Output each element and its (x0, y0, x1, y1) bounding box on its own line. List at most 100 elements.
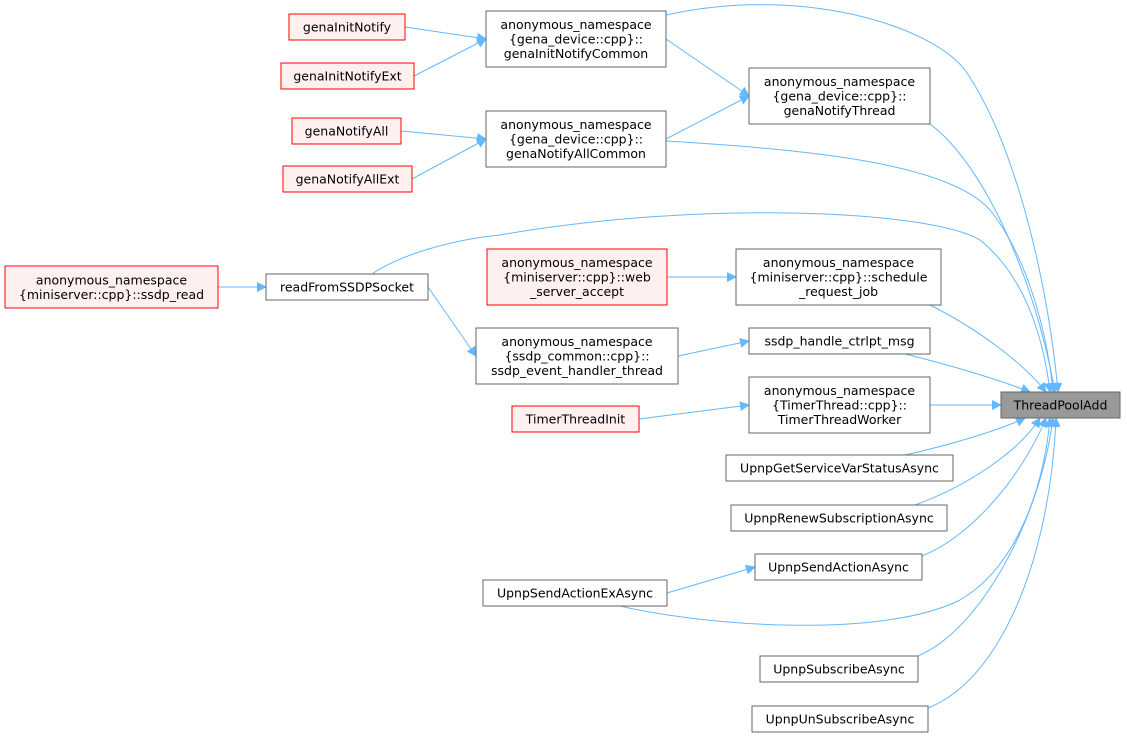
edge-ssdp_event_handler_thread-to-ssdp_handle_ctrlpt_msg (677, 337, 750, 357)
node-label-TimerThreadInit-0: TimerThreadInit (525, 412, 626, 427)
node-label-ssdp_handle_ctrlpt_msg-0: ssdp_handle_ctrlpt_msg (764, 334, 914, 349)
node-UpnpSubscribeAsync[interactable]: UpnpSubscribeAsync (759, 655, 919, 683)
node-box-TimerThreadWorker[interactable] (748, 376, 931, 434)
edge-genaInitNotifyCommon-to-ThreadPoolAdd (665, 4, 1063, 393)
edge-genaNotifyAllCommon-to-genaNotifyThread (665, 95, 750, 140)
edge-UpnpSendActionExAsync-to-UpnpSendActionAsync (666, 564, 756, 594)
node-box-UpnpSubscribeAsync[interactable] (759, 655, 919, 683)
node-label-UpnpSendActionAsync-0: UpnpSendActionAsync (768, 560, 909, 575)
node-box-ThreadPoolAdd[interactable] (1000, 391, 1121, 419)
node-label-ssdp_read-1: {miniserver::cpp}::ssdp_read (19, 287, 204, 302)
node-TimerThreadWorker[interactable]: anonymous_namespace{TimerThread::cpp}::T… (748, 376, 931, 434)
node-box-TimerThreadInit[interactable] (511, 405, 640, 433)
node-web_server_accept[interactable]: anonymous_namespace{miniserver::cpp}::we… (486, 248, 668, 306)
node-UpnpUnSubscribeAsync[interactable]: UpnpUnSubscribeAsync (751, 705, 929, 733)
edge-readFromSSDPSocket-to-ssdp_event_handler_thread (427, 286, 477, 357)
node-UpnpSendActionAsync[interactable]: UpnpSendActionAsync (754, 553, 923, 581)
node-box-ssdp_handle_ctrlpt_msg[interactable] (748, 327, 931, 355)
node-label-genaNotifyAllCommon-2: genaNotifyAllCommon (506, 146, 646, 161)
node-box-ssdp_event_handler_thread[interactable] (475, 327, 679, 385)
edge-genaInitNotifyCommon-to-genaNotifyThread (665, 38, 750, 97)
node-box-UpnpSendActionAsync[interactable] (754, 553, 923, 581)
edge-genaNotifyThread-to-ThreadPoolAdd (929, 123, 1059, 393)
node-box-genaInitNotifyCommon[interactable] (485, 10, 667, 68)
node-ssdp_event_handler_thread[interactable]: anonymous_namespace{ssdp_common::cpp}::s… (475, 327, 679, 385)
node-UpnpSendActionExAsync[interactable]: UpnpSendActionExAsync (482, 579, 668, 607)
node-label-genaNotifyThread-2: genaNotifyThread (784, 103, 896, 118)
node-box-genaNotifyAllCommon[interactable] (485, 110, 667, 168)
edge-genaInitNotifyExt-to-genaInitNotifyCommon (413, 38, 487, 77)
node-box-schedule_request_job[interactable] (735, 248, 942, 306)
node-label-ssdp_event_handler_thread-1: {ssdp_common::cpp}:: (504, 349, 649, 364)
edge-UpnpSendActionAsync-to-ThreadPoolAdd (921, 417, 1048, 557)
node-genaNotifyAllExt[interactable]: genaNotifyAllExt (282, 165, 413, 193)
node-label-UpnpSubscribeAsync-0: UpnpSubscribeAsync (773, 662, 905, 677)
node-label-genaInitNotifyExt-0: genaInitNotifyExt (293, 69, 401, 84)
node-box-UpnpUnSubscribeAsync[interactable] (751, 705, 929, 733)
edge-UpnpRenewSubscriptionAsync-to-ThreadPoolAdd (914, 417, 1041, 506)
node-box-readFromSSDPSocket[interactable] (265, 273, 429, 301)
node-label-ssdp_event_handler_thread-2: ssdp_event_handler_thread (491, 363, 663, 378)
node-readFromSSDPSocket[interactable]: readFromSSDPSocket (265, 273, 429, 301)
node-label-ssdp_event_handler_thread-0: anonymous_namespace (501, 334, 652, 349)
node-label-genaInitNotifyCommon-2: genaInitNotifyCommon (504, 46, 648, 61)
node-UpnpRenewSubscriptionAsync[interactable]: UpnpRenewSubscriptionAsync (730, 504, 948, 532)
node-box-UpnpGetServiceVarStatusAsync[interactable] (725, 454, 954, 482)
node-UpnpGetServiceVarStatusAsync[interactable]: UpnpGetServiceVarStatusAsync (725, 454, 954, 482)
node-label-genaNotifyAllExt-0: genaNotifyAllExt (296, 172, 400, 187)
node-label-UpnpUnSubscribeAsync-0: UpnpUnSubscribeAsync (766, 712, 915, 727)
node-box-genaNotifyThread[interactable] (748, 67, 931, 125)
node-label-schedule_request_job-0: anonymous_namespace (763, 255, 914, 270)
node-ssdp_read[interactable]: anonymous_namespace{miniserver::cpp}::ss… (4, 265, 219, 309)
node-TimerThreadInit[interactable]: TimerThreadInit (511, 405, 640, 433)
node-label-genaNotifyAll-0: genaNotifyAll (305, 124, 389, 139)
edges-layer (218, 4, 1063, 709)
edge-UpnpGetServiceVarStatusAsync-to-ThreadPoolAdd (904, 417, 1026, 456)
node-box-genaNotifyAllExt[interactable] (282, 165, 413, 193)
edge-readFromSSDPSocket-to-ThreadPoolAdd (371, 212, 1054, 393)
edge-genaNotifyAllExt-to-genaNotifyAllCommon (411, 138, 487, 180)
node-ThreadPoolAdd[interactable]: ThreadPoolAdd (1000, 391, 1121, 419)
node-label-web_server_accept-2: _server_accept (529, 284, 624, 299)
node-box-genaInitNotifyExt[interactable] (280, 62, 415, 90)
node-label-schedule_request_job-1: {miniserver::cpp}::schedule (750, 270, 928, 285)
node-box-UpnpSendActionExAsync[interactable] (482, 579, 668, 607)
node-genaInitNotifyCommon[interactable]: anonymous_namespace{gena_device::cpp}::g… (485, 10, 667, 68)
node-label-ThreadPoolAdd-0: ThreadPoolAdd (1013, 398, 1108, 413)
node-label-genaNotifyThread-1: {gena_device::cpp}:: (772, 89, 906, 104)
node-label-ssdp_read-0: anonymous_namespace (36, 272, 187, 287)
edge-TimerThreadInit-to-TimerThreadWorker (638, 401, 750, 420)
edge-schedule_request_job-to-ThreadPoolAdd (929, 304, 1047, 393)
node-label-schedule_request_job-2: _request_job (798, 284, 878, 299)
node-genaNotifyAllCommon[interactable]: anonymous_namespace{gena_device::cpp}::g… (485, 110, 667, 168)
node-label-genaInitNotifyCommon-1: {gena_device::cpp}:: (509, 32, 643, 47)
node-box-genaNotifyAll[interactable] (291, 117, 402, 145)
node-box-web_server_accept[interactable] (486, 248, 668, 306)
node-label-genaNotifyAllCommon-0: anonymous_namespace (500, 117, 651, 132)
edge-UpnpSubscribeAsync-to-ThreadPoolAdd (917, 417, 1057, 657)
node-genaNotifyThread[interactable]: anonymous_namespace{gena_device::cpp}::g… (748, 67, 931, 125)
node-label-UpnpGetServiceVarStatusAsync-0: UpnpGetServiceVarStatusAsync (740, 461, 939, 476)
node-label-genaNotifyAllCommon-1: {gena_device::cpp}:: (509, 132, 643, 147)
edge-ssdp_handle_ctrlpt_msg-to-ThreadPoolAdd (904, 353, 1031, 394)
node-label-genaNotifyThread-0: anonymous_namespace (764, 74, 915, 89)
node-label-UpnpSendActionExAsync-0: UpnpSendActionExAsync (497, 586, 653, 601)
edge-genaNotifyAllCommon-to-ThreadPoolAdd (665, 140, 1058, 393)
node-genaInitNotify[interactable]: genaInitNotify (288, 13, 406, 41)
node-label-TimerThreadWorker-2: TimerThreadWorker (777, 412, 902, 427)
node-box-genaInitNotify[interactable] (288, 13, 406, 41)
edge-genaInitNotify-to-genaInitNotifyCommon (404, 26, 487, 43)
edge-genaNotifyAll-to-genaNotifyAllCommon (400, 130, 487, 144)
node-label-readFromSSDPSocket-0: readFromSSDPSocket (280, 280, 414, 295)
node-genaInitNotifyExt[interactable]: genaInitNotifyExt (280, 62, 415, 90)
node-label-genaInitNotifyCommon-0: anonymous_namespace (500, 17, 651, 32)
node-box-UpnpRenewSubscriptionAsync[interactable] (730, 504, 948, 532)
node-label-UpnpRenewSubscriptionAsync-0: UpnpRenewSubscriptionAsync (744, 511, 934, 526)
node-ssdp_handle_ctrlpt_msg[interactable]: ssdp_handle_ctrlpt_msg (748, 327, 931, 355)
node-label-TimerThreadWorker-0: anonymous_namespace (764, 383, 915, 398)
node-schedule_request_job[interactable]: anonymous_namespace{miniserver::cpp}::sc… (735, 248, 942, 306)
node-genaNotifyAll[interactable]: genaNotifyAll (291, 117, 402, 145)
node-box-ssdp_read[interactable] (4, 265, 219, 309)
node-label-TimerThreadWorker-1: {TimerThread::cpp}:: (772, 398, 907, 413)
